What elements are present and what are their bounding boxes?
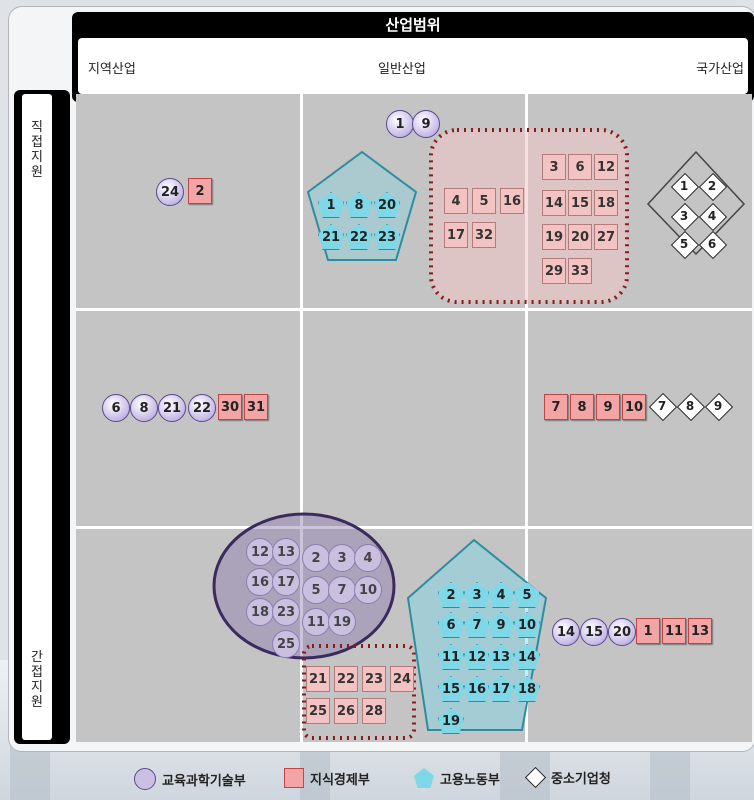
marker-knowledge: 16 <box>500 188 524 214</box>
legend-item-circle: 교육과학기술부 <box>134 768 246 790</box>
marker-education: 17 <box>272 568 300 596</box>
marker-education: 24 <box>156 178 184 206</box>
marker-knowledge: 24 <box>390 666 414 692</box>
marker-sme: 7 <box>648 392 676 420</box>
marker-knowledge: 10 <box>622 394 646 420</box>
marker-sme: 4 <box>698 202 726 230</box>
marker-knowledge: 27 <box>594 224 618 250</box>
marker-knowledge: 19 <box>542 224 566 250</box>
marker-education: 18 <box>246 598 274 626</box>
marker-education: 20 <box>608 618 636 646</box>
indirect-knowledge-outline <box>304 646 414 738</box>
marker-education: 7 <box>328 576 356 604</box>
marker-knowledge: 17 <box>444 222 468 248</box>
marker-knowledge: 11 <box>662 618 686 644</box>
scope-axis: 지역산업 일반산업 국가산업 <box>78 38 748 94</box>
scope-general: 일반산업 <box>378 58 426 77</box>
marker-knowledge: 26 <box>334 698 358 724</box>
marker-education: 22 <box>188 394 216 422</box>
marker-education: 14 <box>552 618 580 646</box>
marker-education: 25 <box>272 630 300 658</box>
legend-item-pentagon: 고용노동부 <box>414 768 500 788</box>
marker-education: 3 <box>328 544 356 572</box>
square-icon <box>284 768 304 788</box>
legend-item-square: 지식경제부 <box>284 768 370 788</box>
marker-knowledge: 32 <box>472 222 496 248</box>
marker-education: 1 <box>386 110 414 138</box>
marker-knowledge: 33 <box>568 258 592 284</box>
marker-sme: 3 <box>670 202 698 230</box>
marker-knowledge: 30 <box>218 394 242 420</box>
marker-education: 21 <box>158 394 186 422</box>
marker-education: 4 <box>354 544 382 572</box>
marker-education: 19 <box>328 608 356 636</box>
marker-knowledge: 13 <box>688 618 712 644</box>
marker-knowledge: 29 <box>542 258 566 284</box>
legend-label: 지식경제부 <box>310 769 370 788</box>
marker-knowledge: 14 <box>542 190 566 216</box>
marker-knowledge: 8 <box>570 394 594 420</box>
marker-education: 11 <box>302 608 330 636</box>
marker-education: 23 <box>272 598 300 626</box>
marker-sme: 5 <box>670 230 698 258</box>
header-title: 산업범위 <box>72 14 754 35</box>
marker-sme: 2 <box>698 172 726 200</box>
marker-education: 8 <box>130 394 158 422</box>
marker-knowledge: 18 <box>594 190 618 216</box>
marker-knowledge: 1 <box>636 618 660 644</box>
marker-knowledge: 5 <box>472 188 496 214</box>
marker-knowledge: 3 <box>542 154 566 180</box>
marker-education: 13 <box>272 538 300 566</box>
marker-knowledge: 31 <box>244 394 268 420</box>
marker-education: 12 <box>246 538 274 566</box>
marker-education: 16 <box>246 568 274 596</box>
scope-national: 국가산업 <box>696 58 744 77</box>
marker-knowledge: 15 <box>568 190 592 216</box>
legend-label: 중소기업청 <box>551 768 611 787</box>
marker-knowledge: 23 <box>362 666 386 692</box>
legend-label: 고용노동부 <box>440 769 500 788</box>
marker-knowledge: 4 <box>444 188 468 214</box>
marker-sme: 6 <box>698 230 726 258</box>
marker-sme: 8 <box>676 392 704 420</box>
marker-education: 5 <box>302 576 330 604</box>
legend-label: 교육과학기술부 <box>162 770 246 789</box>
marker-knowledge: 2 <box>188 178 212 204</box>
diamond-icon <box>525 767 546 788</box>
marker-knowledge: 21 <box>306 666 330 692</box>
marker-knowledge: 20 <box>568 224 592 250</box>
pentagon-icon <box>414 768 434 788</box>
marker-sme: 9 <box>704 392 732 420</box>
marker-knowledge: 25 <box>306 698 330 724</box>
marker-education: 9 <box>412 110 440 138</box>
marker-knowledge: 7 <box>544 394 568 420</box>
marker-knowledge: 12 <box>594 154 618 180</box>
marker-education: 6 <box>102 394 130 422</box>
marker-knowledge: 28 <box>362 698 386 724</box>
marker-education: 2 <box>302 544 330 572</box>
industry-scope-header: 산업범위 지역산업 일반산업 국가산업 <box>72 12 754 102</box>
marker-sme: 1 <box>670 172 698 200</box>
marker-education: 15 <box>580 618 608 646</box>
marker-education: 10 <box>354 576 382 604</box>
scope-regional: 지역산업 <box>88 58 136 77</box>
marker-knowledge: 6 <box>568 154 592 180</box>
circle-icon <box>134 768 156 790</box>
legend-item-diamond: 중소기업청 <box>524 768 611 787</box>
marker-knowledge: 22 <box>334 666 358 692</box>
marker-knowledge: 9 <box>596 394 620 420</box>
